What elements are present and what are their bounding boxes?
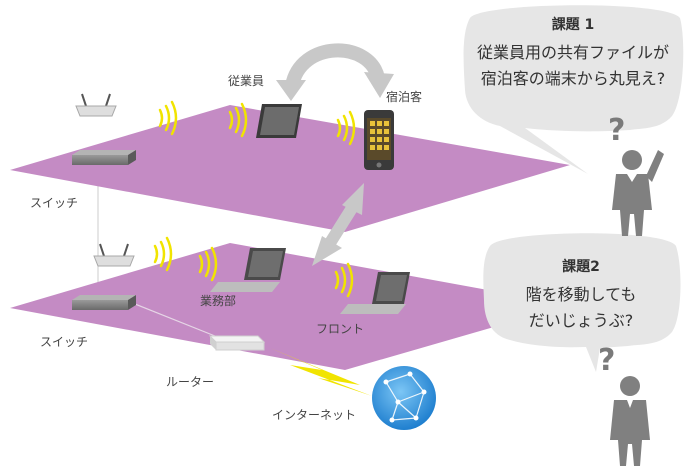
issue-1-text: 課題 1 従業員用の共有ファイルが 宿泊客の端末から丸見え?	[466, 14, 680, 92]
move-arrow-icon	[312, 183, 364, 266]
network-switch-icon	[72, 295, 136, 310]
issue-2-title: 課題2	[562, 259, 600, 275]
laptop-icon	[340, 272, 410, 314]
lightning-bolt-icon	[270, 348, 372, 396]
tablet-icon	[256, 104, 302, 138]
wifi-signal-icon	[228, 102, 248, 138]
smartphone-icon	[364, 110, 394, 170]
wifi-signal-icon	[334, 262, 354, 298]
label-router: ルーター	[166, 375, 215, 389]
label-guest: 宿泊客	[386, 90, 423, 104]
wifi-signal-icon	[336, 110, 356, 146]
swap-arrow-icon	[276, 43, 394, 101]
wifi-signal-icon	[153, 236, 173, 272]
wifi-signal-icon	[198, 246, 218, 282]
lower-floor	[10, 243, 570, 370]
globe-network-icon	[372, 366, 436, 430]
label-switch-lower: スイッチ	[40, 335, 89, 349]
label-internet: インターネット	[272, 408, 357, 422]
question-mark-icon: ?	[598, 343, 615, 378]
speech-bubble-issue-1	[463, 5, 684, 175]
router-icon	[208, 335, 266, 351]
cable-line	[124, 299, 216, 337]
issue-2-line-2: だいじょうぶ?	[528, 311, 634, 330]
wifi-signal-icon	[158, 100, 178, 136]
network-switch-icon	[72, 150, 136, 165]
wifi-access-point-icon	[93, 243, 135, 267]
question-mark-icon: ?	[608, 113, 625, 148]
label-office: 業務部	[200, 294, 237, 308]
issue-1-line-1: 従業員用の共有ファイルが	[476, 43, 669, 62]
label-staff: 従業員	[228, 74, 265, 88]
issue-2-line-1: 階を移動しても	[525, 285, 637, 304]
issue-2-text: 課題2 階を移動しても だいじょうぶ?	[486, 256, 676, 334]
issue-1-line-2: 宿泊客の端末から丸見え?	[480, 69, 666, 88]
issue-1-title: 課題 1	[551, 17, 595, 33]
person-icon	[610, 376, 650, 466]
wifi-access-point-icon	[75, 93, 117, 117]
upper-floor	[10, 105, 570, 232]
person-icon	[612, 150, 664, 236]
speech-bubble-issue-2	[483, 233, 681, 372]
laptop-icon	[210, 248, 286, 292]
label-front: フロント	[316, 322, 365, 336]
label-switch-upper: スイッチ	[30, 196, 79, 210]
